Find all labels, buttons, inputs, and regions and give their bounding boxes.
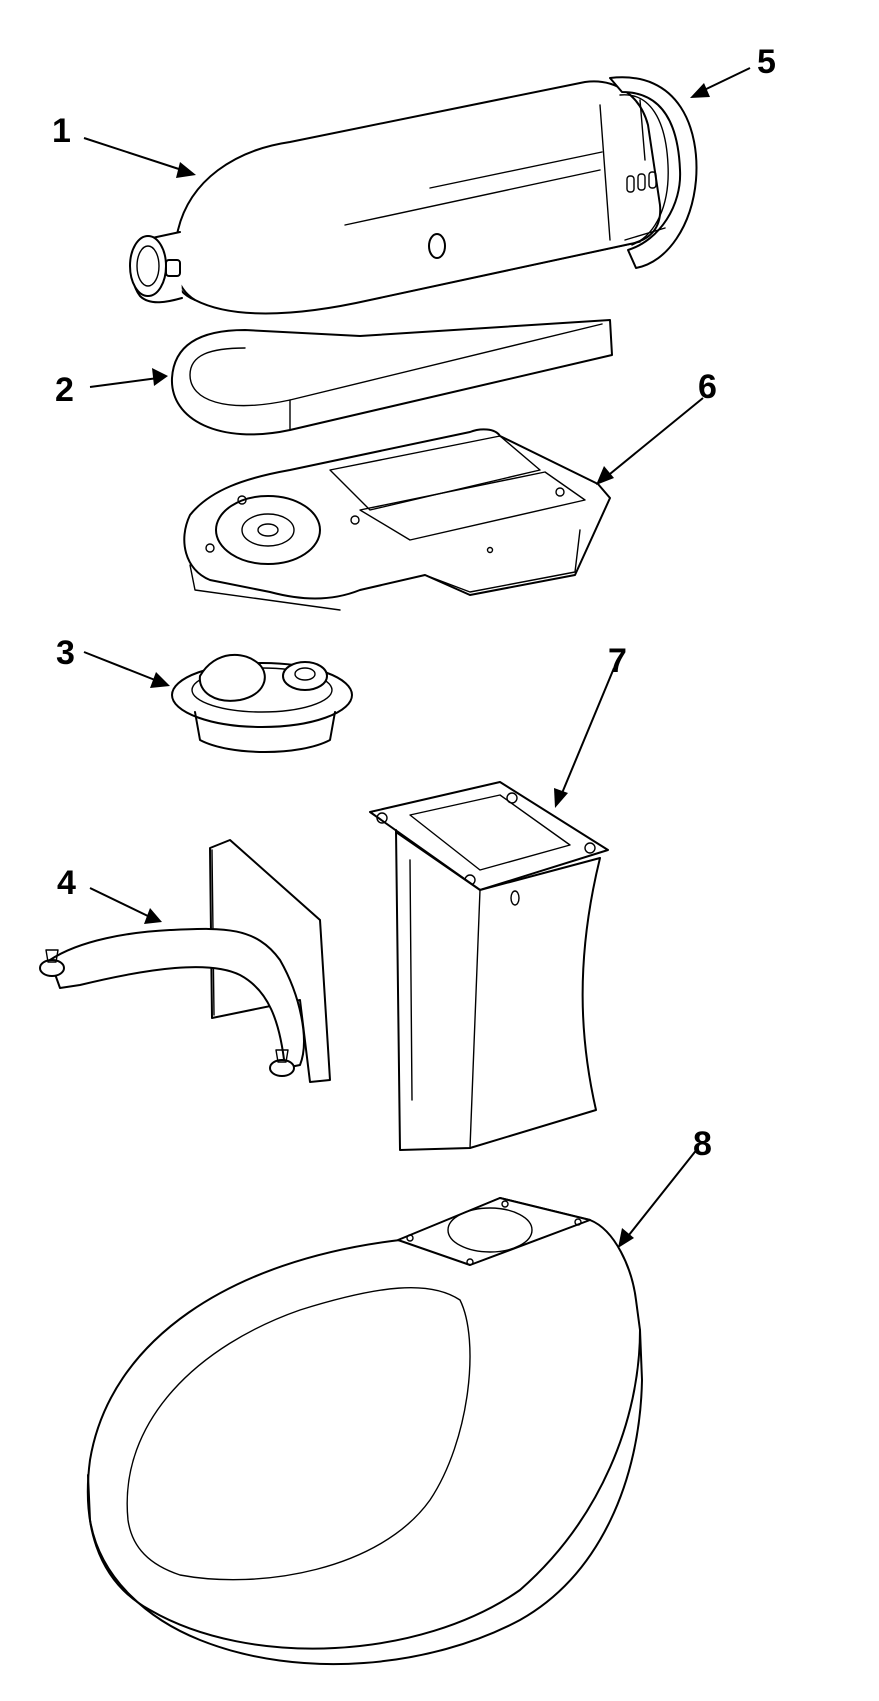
callout-1: 1: [52, 112, 71, 150]
base-icon: [86, 1197, 643, 1666]
leader-arrows: [83, 67, 751, 1248]
callout-8: 8: [693, 1125, 712, 1163]
callout-7: 7: [608, 642, 627, 680]
pedestal-arm-icon: [39, 839, 331, 1083]
rear-cover-icon: [609, 76, 698, 269]
callout-5: 5: [757, 43, 776, 81]
trim-band-icon: [170, 319, 613, 436]
callout-4: 4: [57, 864, 76, 902]
callout-3: 3: [56, 634, 75, 672]
motor-housing-icon: [129, 80, 662, 315]
pedestal-column-icon: [369, 781, 609, 1151]
callout-6: 6: [698, 368, 717, 406]
planetary-gear-icon: [171, 653, 353, 753]
callout-2: 2: [55, 371, 74, 409]
gear-case-icon: [183, 428, 611, 611]
